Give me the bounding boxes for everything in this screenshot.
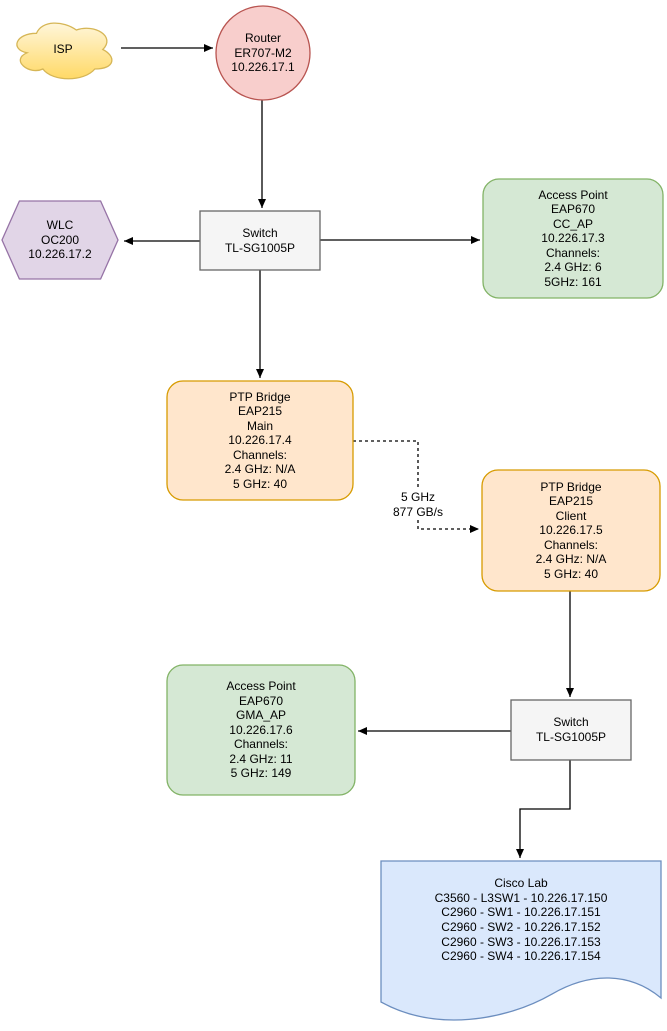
edge-ptp-main-to-ptp-client xyxy=(353,440,479,533)
ptp-main-rounded-shape xyxy=(166,380,354,501)
wlc-hexagon-shape xyxy=(1,200,119,280)
switch1-rect-shape xyxy=(199,210,321,271)
ap-cc-rounded-shape xyxy=(482,178,664,299)
ap-gma-rounded-shape xyxy=(166,664,356,796)
link-speed-label: 5 GHz 877 GB/s xyxy=(386,490,450,520)
isp-cloud-shape xyxy=(16,22,113,80)
switch2-rect-shape xyxy=(510,699,632,761)
cisco-lab-document-shape xyxy=(380,860,662,1021)
router-circle-shape xyxy=(215,5,311,101)
ptp-client-rounded-shape xyxy=(481,469,661,592)
edge-switch2-to-cisco-lab xyxy=(516,760,571,858)
